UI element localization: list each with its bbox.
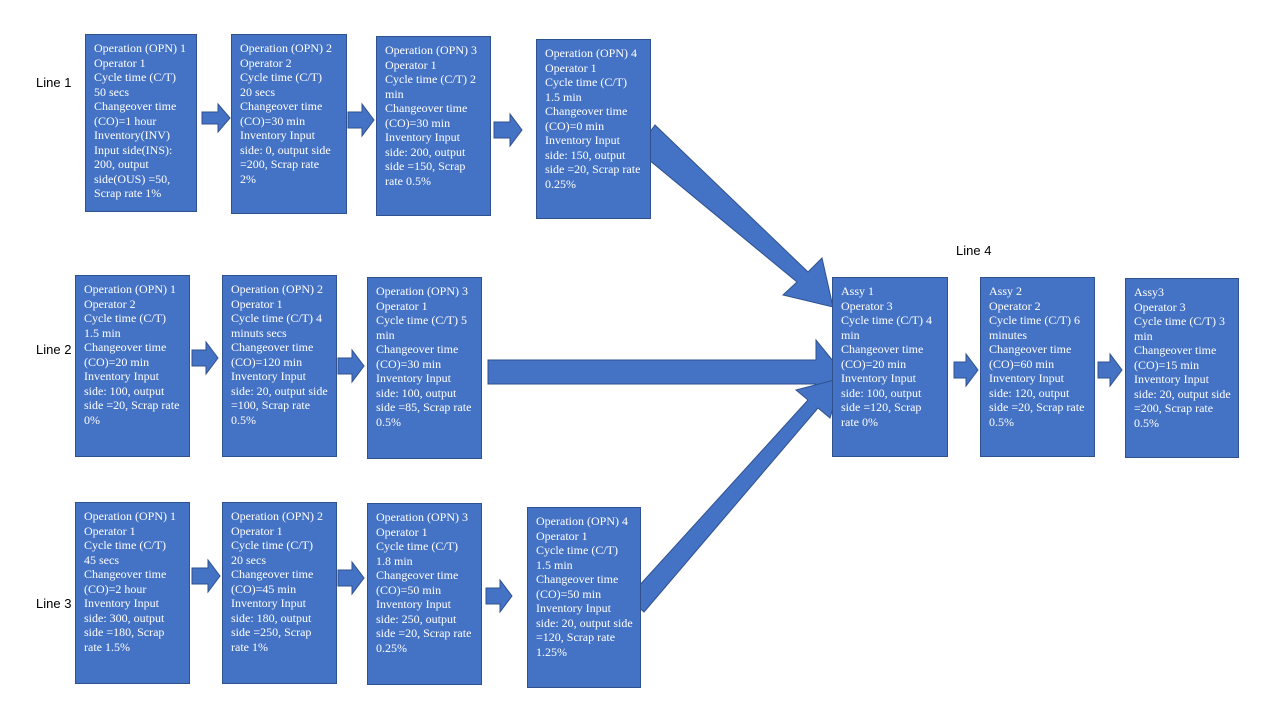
line-1-label: Line 1 <box>36 75 72 90</box>
arrow-l1-op3-op4 <box>493 112 523 148</box>
line3-op3-box: Operation (OPN) 3 Operator 1 Cycle time … <box>367 503 482 685</box>
arrow-l3-op3-op4 <box>485 578 513 614</box>
line2-op3-box: Operation (OPN) 3 Operator 1 Cycle time … <box>367 277 482 459</box>
line2-op1-box: Operation (OPN) 1 Operator 2 Cycle time … <box>75 275 190 457</box>
line-3-label: Line 3 <box>36 596 72 611</box>
arrow-l4-assy1-assy2 <box>953 352 979 388</box>
line4-assy1-box: Assy 1 Operator 3 Cycle time (C/T) 4 min… <box>832 277 948 457</box>
arrow-l2-to-assy1 <box>487 338 843 406</box>
arrow-l2-op2-op3 <box>337 348 365 384</box>
arrow-l1-op1-op2 <box>201 102 231 134</box>
line3-op2-box: Operation (OPN) 2 Operator 1 Cycle time … <box>222 502 337 684</box>
arrow-l4-assy2-assy3 <box>1097 352 1123 388</box>
line1-op3-box: Operation (OPN) 3 Operator 1 Cycle time … <box>376 36 491 216</box>
arrow-l3-op1-op2 <box>191 558 221 594</box>
line2-op2-box: Operation (OPN) 2 Operator 1 Cycle time … <box>222 275 337 457</box>
line-2-label: Line 2 <box>36 342 72 357</box>
arrow-l2-op1-op2 <box>191 340 219 376</box>
line-4-label: Line 4 <box>956 243 992 258</box>
line4-assy3-box: Assy3 Operator 3 Cycle time (C/T) 3 min … <box>1125 278 1239 458</box>
line1-op4-box: Operation (OPN) 4 Operator 1 Cycle time … <box>536 39 651 219</box>
line4-assy2-box: Assy 2 Operator 2 Cycle time (C/T) 6 min… <box>980 277 1095 457</box>
arrow-l1-to-assy1 <box>636 124 834 308</box>
line1-op2-box: Operation (OPN) 2 Operator 2 Cycle time … <box>231 34 347 214</box>
arrow-l1-op2-op3 <box>347 102 375 138</box>
line3-op4-box: Operation (OPN) 4 Operator 1 Cycle time … <box>527 507 641 688</box>
line3-op1-box: Operation (OPN) 1 Operator 1 Cycle time … <box>75 502 190 684</box>
line1-op1-box: Operation (OPN) 1 Operator 1 Cycle time … <box>85 34 197 212</box>
arrow-l3-op2-op3 <box>337 560 365 596</box>
arrow-l3-to-assy1 <box>627 377 843 613</box>
